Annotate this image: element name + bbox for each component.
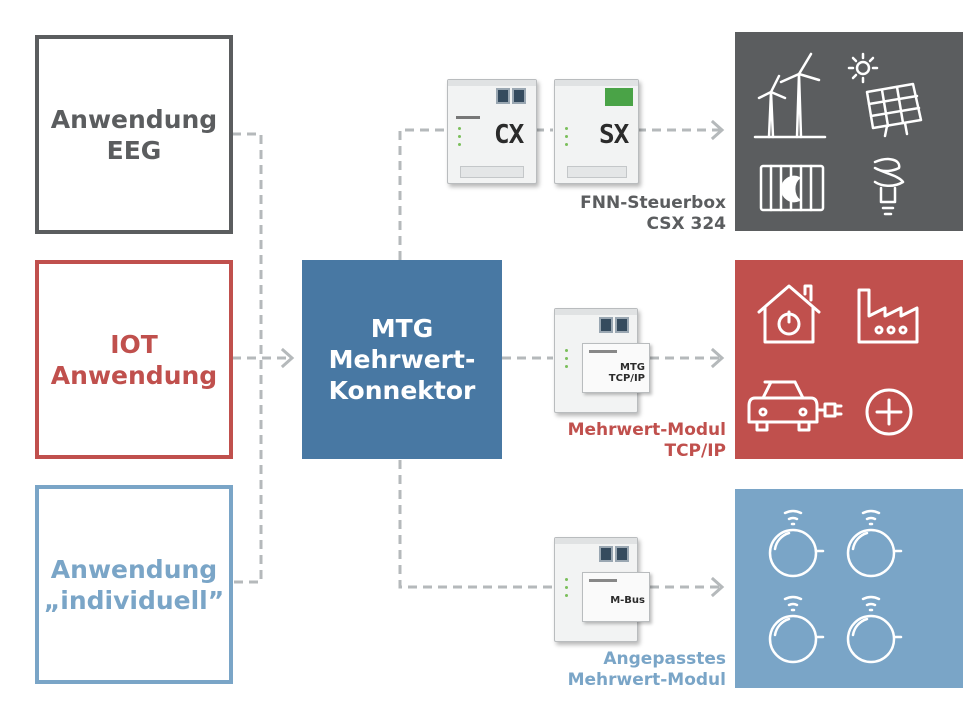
application-box-iot: IOT Anwendung — [35, 260, 233, 459]
smart-meter-icon — [768, 595, 825, 664]
smart-meter-icon — [846, 595, 903, 664]
application-label-line2: EEG — [106, 135, 162, 165]
caption-mehrwert-modul-tcpip: Mehrwert-Modul TCP/IP — [568, 420, 726, 462]
smart-meter-icon — [768, 509, 825, 578]
caption-line2: TCP/IP — [664, 441, 726, 461]
cx-device: CX — [447, 79, 537, 184]
cx-label: CX — [494, 120, 524, 150]
sx-device: SX — [554, 79, 639, 184]
caption-line1: Angepasstes — [603, 649, 726, 669]
arrow-head — [710, 119, 725, 141]
caption-line1: Mehrwert-Modul — [567, 420, 726, 440]
hub-to-mbus-line — [398, 460, 553, 589]
factory-icon — [857, 288, 919, 344]
hub-label-line2: Mehrwert- — [328, 345, 476, 374]
lightbulb-icon — [873, 157, 905, 216]
arrow-head — [710, 576, 725, 598]
application-box-eeg: Anwendung EEG — [35, 35, 233, 234]
wind-turbine-icon — [753, 52, 827, 139]
sx-label: SX — [599, 120, 629, 150]
application-label-line2: Anwendung — [50, 360, 218, 390]
tcpip-module-line1: MTG — [620, 362, 645, 373]
mbus-module-label: M-Bus — [610, 595, 645, 606]
application-box-individuell: Anwendung „individuell” — [35, 485, 233, 684]
arrow-head — [710, 347, 725, 369]
solar-panel-icon — [847, 52, 923, 138]
heater-icon — [759, 164, 825, 212]
consumers-panel — [735, 260, 963, 459]
tcpip-base-device — [554, 308, 638, 413]
application-label-line1: Anwendung — [50, 104, 218, 134]
smart-home-icon — [757, 284, 821, 344]
smart-meters-panel — [735, 489, 963, 688]
application-label-line1: IOT — [110, 329, 158, 359]
caption-line2: Mehrwert-Modul — [567, 670, 726, 690]
electric-car-icon — [747, 380, 843, 432]
caption-line1: FNN-Steuerbox — [580, 193, 726, 213]
application-label-line1: Anwendung — [50, 554, 218, 584]
mtg-mehrwert-konnektor: MTG Mehrwert- Konnektor — [302, 260, 502, 459]
hub-to-cx-line — [398, 128, 446, 260]
smart-meter-icon — [846, 509, 903, 578]
tcpip-module: MTG TCP/IP — [582, 343, 650, 393]
mbus-module: M-Bus — [582, 572, 650, 622]
arrow-head — [280, 347, 295, 369]
caption-fnn-steuerbox: FNN-Steuerbox CSX 324 — [580, 193, 726, 235]
tcpip-module-line2: TCP/IP — [608, 373, 645, 384]
caption-line2: CSX 324 — [646, 214, 726, 234]
application-label-line2: „individuell” — [43, 585, 225, 615]
hub-label-line3: Konnektor — [328, 376, 476, 405]
energy-generation-panel — [735, 32, 963, 231]
hub-label-line1: MTG — [370, 314, 434, 343]
plus-circle-icon — [865, 388, 913, 436]
caption-angepasstes-mehrwert-modul: Angepasstes Mehrwert-Modul — [568, 649, 726, 691]
